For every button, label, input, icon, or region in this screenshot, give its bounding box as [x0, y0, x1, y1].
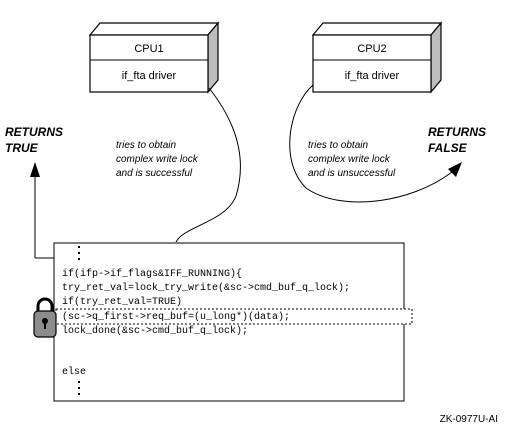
code-line-5: lock_done(&sc->cmd_buf_q_lock);: [62, 325, 248, 337]
code-line-6: else: [62, 366, 86, 378]
returns-true-line2: TRUE: [5, 141, 39, 155]
left-note-line2: complex write lock: [116, 154, 199, 165]
cpu2-block: CPU2 if_fta driver: [311, 21, 443, 94]
critical-line-highlight: [55, 308, 413, 325]
cpu1-title: CPU1: [134, 43, 163, 55]
cpu1-connector: [175, 87, 241, 243]
code-line-3: if(try_ret_val=TRUE): [62, 296, 182, 308]
figure-id: ZK-0977U-AI: [440, 414, 498, 425]
right-note-line1: tries to obtain: [308, 140, 368, 151]
left-note-line1: tries to obtain: [116, 140, 176, 151]
code-line-1: if(ifp->if_flags&IFF_RUNNING){: [62, 268, 242, 280]
cpu2-connector: [289, 84, 453, 203]
cpu2-title: CPU2: [357, 43, 386, 55]
returns-false-line2: FALSE: [428, 141, 468, 155]
returns-false-line1: RETURNS: [428, 125, 486, 139]
code-line-4: (sc->q_first->req_buf=(u_long*)(data);: [62, 311, 290, 323]
bottom-ellipsis: [78, 381, 80, 395]
lock-icon: [33, 297, 57, 338]
top-ellipsis: [78, 246, 80, 260]
right-note-line2: complex write lock: [308, 154, 391, 165]
cpu1-block: CPU1 if_fta driver: [88, 21, 220, 94]
cpu2-driver: if_fta driver: [345, 70, 400, 82]
cpu1-driver: if_fta driver: [122, 70, 177, 82]
code-line-2: try_ret_val=lock_try_write(&sc->cmd_buf_…: [62, 282, 350, 294]
false-arrowhead: [448, 162, 462, 177]
left-note-line3: and is successful: [116, 168, 193, 179]
right-note-line3: and is unsuccessful: [308, 168, 396, 179]
returns-true-line1: RETURNS: [5, 125, 63, 139]
true-arrowhead: [30, 162, 40, 177]
